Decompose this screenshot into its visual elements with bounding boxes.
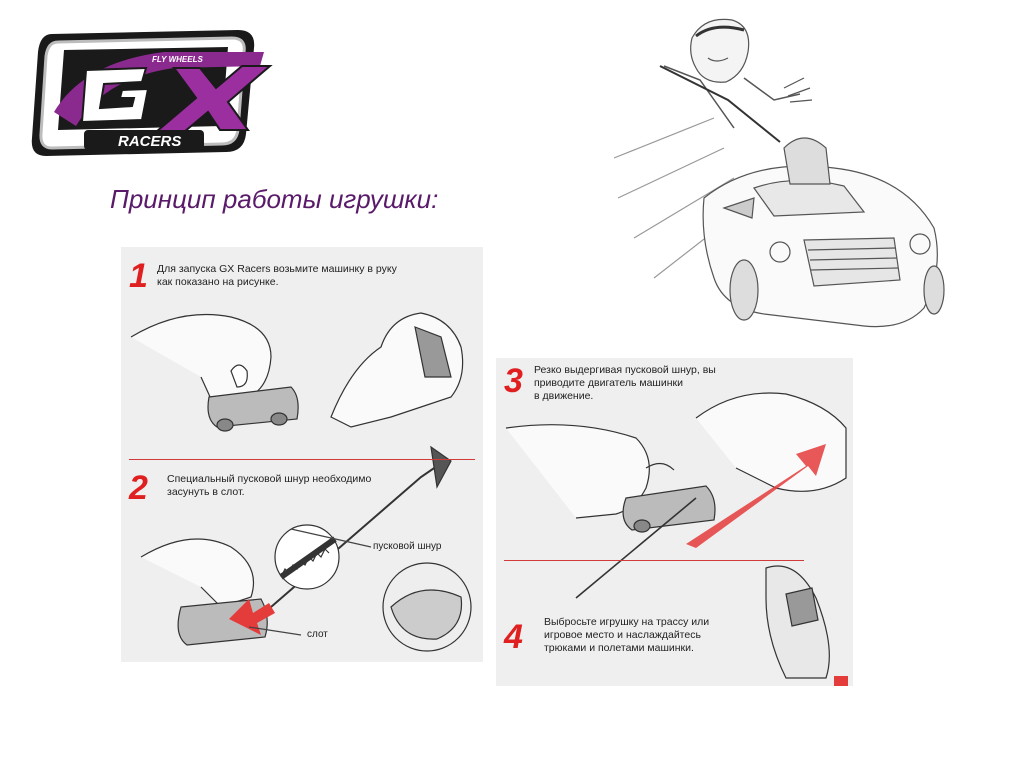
step-3-line-1: Резко выдергивая пусковой шнур, вы (534, 364, 716, 376)
step-4-line-3: трюками и полетами машинки. (544, 642, 694, 654)
step-1-number: 1 (129, 257, 148, 295)
steps-panel-right: 3 Резко выдергивая пусковой шнур, вы при… (496, 358, 853, 686)
step-2-line-2: засунуть в слот. (167, 486, 245, 498)
divider-step-4 (504, 560, 804, 561)
boy-with-car-sketch (604, 8, 960, 344)
step-4-line-1: Выбросьте игрушку на трассу или (544, 616, 710, 628)
cord-callout: пусковой шнур (373, 541, 442, 552)
step-2-text: Специальный пусковой шнур необходимо зас… (167, 473, 397, 499)
logo-bottom-text: RACERS (118, 133, 181, 150)
step-3-number: 3 (504, 362, 523, 400)
step-1-line-2: как показано на рисунке. (157, 276, 279, 288)
slot-callout: слот (307, 629, 328, 640)
step-2-number: 2 (129, 469, 148, 507)
step-4-text: Выбросьте игрушку на трассу или игровое … (544, 616, 764, 655)
page-title: Принцип работы игрушки: (110, 184, 439, 214)
gx-racers-logo: FLY WHEELS RACERS (24, 22, 286, 162)
step-2-line-1: Специальный пусковой шнур необходимо (167, 473, 372, 485)
step-3-text: Резко выдергивая пусковой шнур, вы приво… (534, 364, 754, 403)
step-4-line-2: игровое место и наслаждайтесь (544, 629, 701, 641)
steps-panel-left: 1 Для запуска GX Racers возьмите машинку… (121, 247, 483, 662)
step-3-line-2: приводите двигатель машинки (534, 377, 683, 389)
step-1-line-1: Для запуска GX Racers возьмите машинку в… (157, 263, 397, 275)
step-4-number: 4 (504, 618, 523, 656)
step-1-text: Для запуска GX Racers возьмите машинку в… (157, 263, 477, 289)
step-3-line-3: в движение. (534, 390, 594, 402)
divider-step-2 (129, 459, 475, 460)
logo-top-text: FLY WHEELS (152, 55, 203, 64)
